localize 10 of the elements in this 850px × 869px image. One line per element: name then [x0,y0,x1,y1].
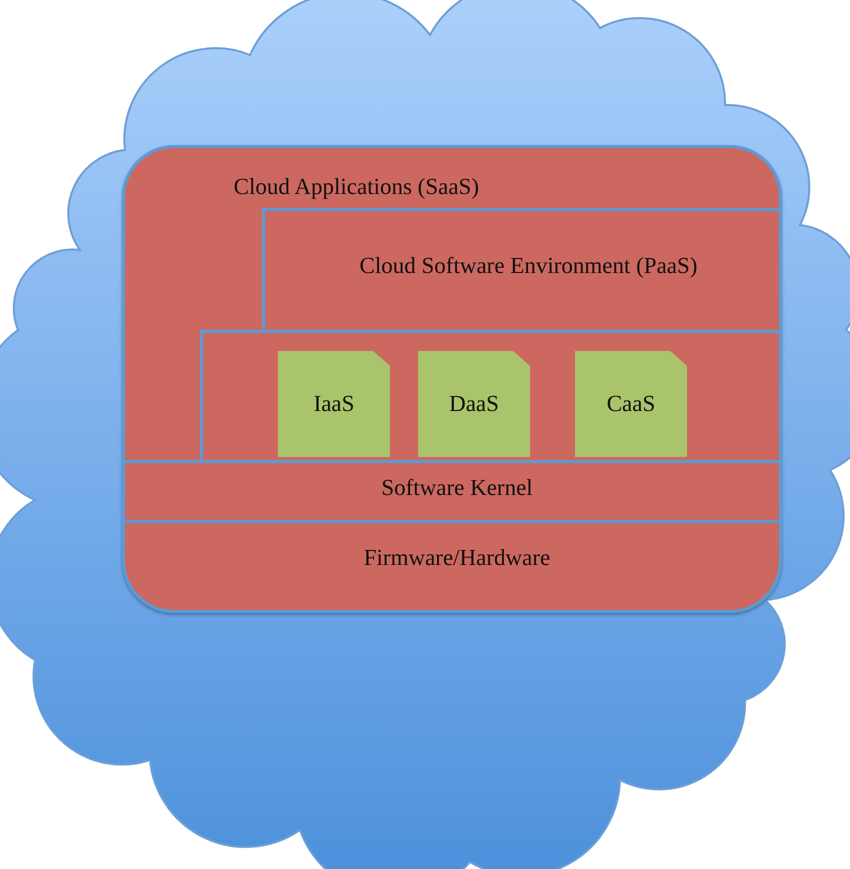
service-card: CaaS [575,351,687,457]
layer-title: Software Kernel [380,475,534,501]
service-card: IaaS [278,351,390,457]
service-card: DaaS [418,351,530,457]
layer-title: Cloud Software Environment (PaaS) [358,253,698,279]
layer-band [200,330,779,460]
layer-panel [122,145,782,613]
layer-title: Cloud Applications (SaaS) [232,174,479,200]
layer-band [262,208,779,330]
layer-title: Firmware/Hardware [362,545,552,571]
